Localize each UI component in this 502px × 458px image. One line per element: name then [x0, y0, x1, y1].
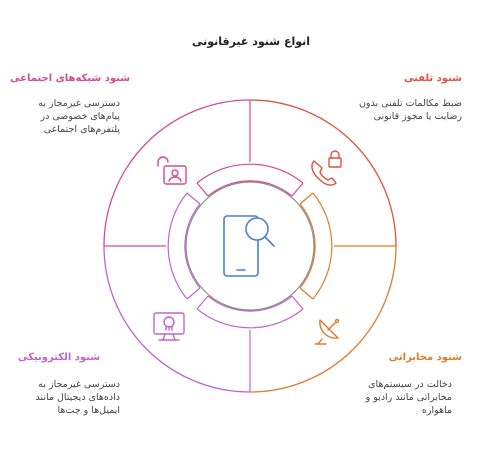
- telephone-title: شنود تلفنی: [403, 73, 462, 84]
- inner-segment-bottom: [196, 295, 304, 329]
- outer-arc-telephone: [249, 99, 397, 247]
- social-title: شنود شبکه‌های اجتماعی: [10, 73, 131, 84]
- social-description: دسترسی غیرمجاز به پیام‌های خصوصی در پلتف…: [38, 98, 120, 135]
- electronic-description: دسترسی غیرمجاز به داده‌های دیجیتال مانند…: [35, 379, 120, 416]
- outer-arc-communications: [249, 245, 397, 393]
- electronic-title: شنود الکترونیکی: [18, 352, 101, 363]
- telephone-description: ضبط مکالمات تلفنی بدون رضایت یا مجوز قان…: [358, 98, 462, 122]
- outer-arc-social: [103, 99, 251, 247]
- communications-title: شنود مخابراتی: [388, 352, 462, 363]
- outer-arc-electronic: [103, 245, 251, 393]
- social-lock-icon: [157, 156, 187, 185]
- inner-segment-top: [196, 163, 304, 197]
- inner-segment-right: [299, 192, 333, 300]
- computer-skull-icon: [153, 312, 185, 341]
- communications-description: دخالت در سیستم‌های مخابراتی مانند رادیو …: [365, 379, 452, 416]
- inner-segment-left: [167, 192, 201, 300]
- diagram-title: انواع شنود غیرقانونی: [191, 35, 311, 48]
- phone-lock-icon: [311, 150, 342, 186]
- satellite-dish-icon: [314, 318, 340, 345]
- center-circle: [185, 181, 315, 311]
- phone-search-icon: [223, 215, 275, 277]
